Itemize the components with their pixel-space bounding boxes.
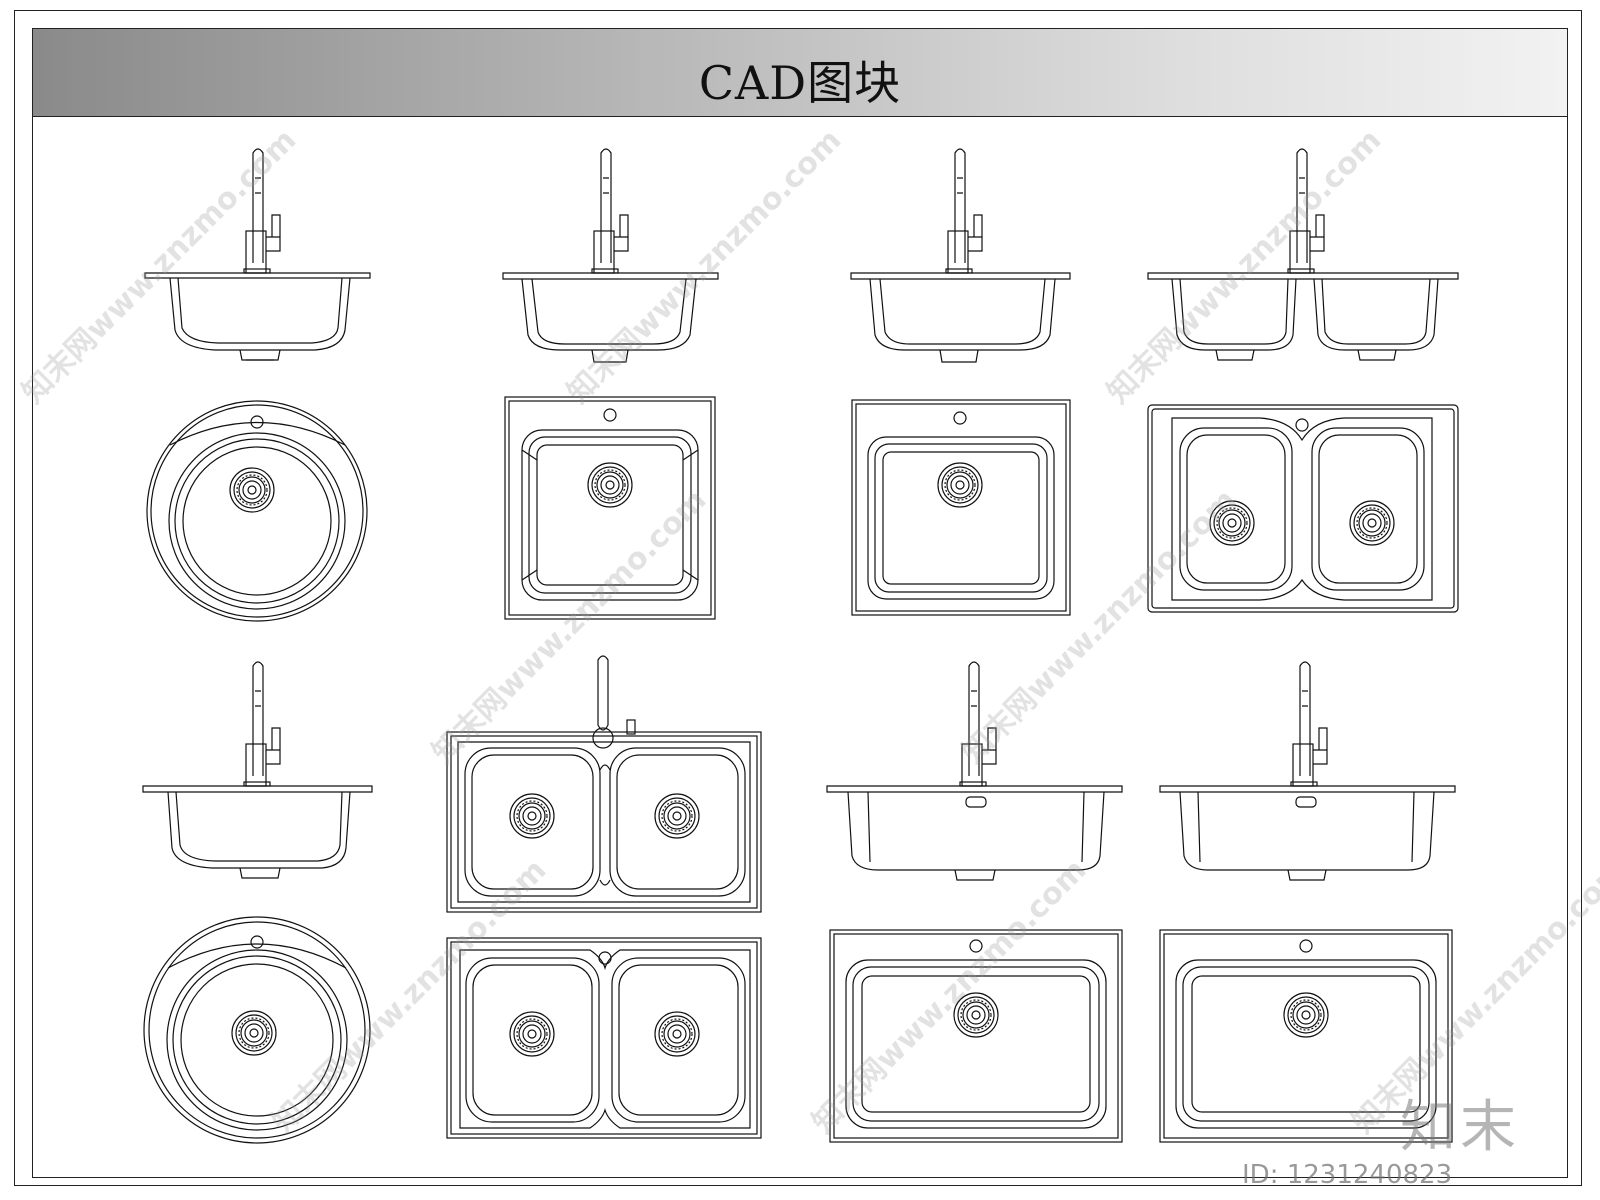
square-small-sink-elevation: [502, 148, 719, 363]
double-sink-plan-with-tap: [446, 655, 762, 913]
rect-large-sink-elevation: [826, 661, 1123, 881]
rect-medium-sink-plan: [1159, 929, 1453, 1143]
id-watermark: ID: 1231240823: [1242, 1160, 1453, 1190]
round-sink-elevation-1: [144, 148, 371, 361]
rect-medium-sink-elevation: [1159, 661, 1456, 881]
square-small-sink-plan: [504, 396, 716, 620]
square-sink-elevation: [850, 148, 1071, 363]
square-sink-plan: [851, 399, 1071, 616]
rect-large-sink-plan: [829, 929, 1123, 1143]
double-sink-elevation: [1147, 148, 1459, 361]
round-sink-plan-2: [143, 916, 371, 1144]
double-sink-plan-2: [446, 937, 762, 1139]
title-bar: CAD图块: [33, 29, 1567, 117]
double-sink-plan: [1147, 404, 1459, 613]
inner-border: [32, 28, 1568, 1178]
outer-border: [14, 10, 1582, 1186]
brand-watermark: 知末: [1400, 1095, 1520, 1160]
page-title: CAD图块: [698, 56, 902, 110]
round-sink-plan-1: [146, 400, 368, 622]
round-sink-elevation-2: [142, 661, 373, 879]
